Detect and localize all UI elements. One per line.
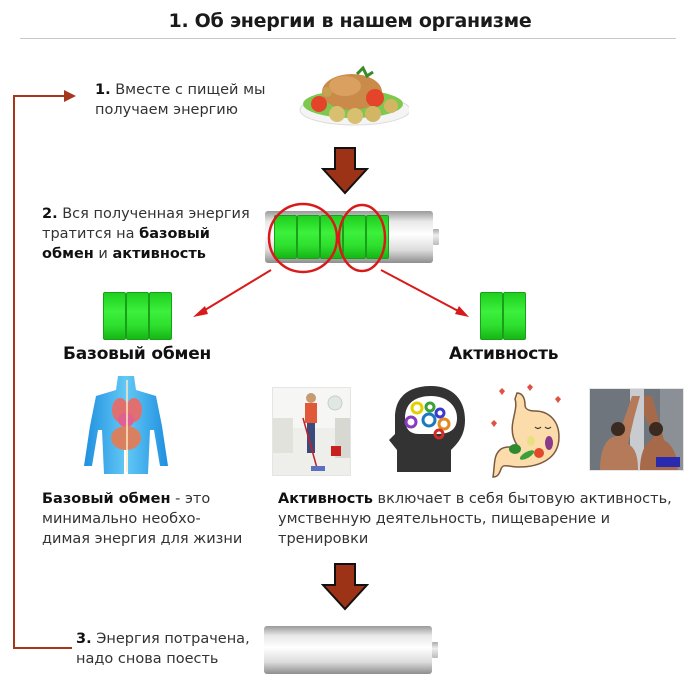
step3-text: 3. Энергия потрачена, надо снова поесть <box>76 629 276 669</box>
step2-bold-exchange: обмен <box>42 246 94 262</box>
basal-description: Базовый обмен - это минимально необхо- д… <box>42 489 272 549</box>
basal-description-bold: Базовый обмен <box>42 491 171 507</box>
battery-cell <box>297 215 320 259</box>
step2-bold-basal: базовый <box>139 226 210 242</box>
battery-cell <box>126 292 149 340</box>
basal-description-line3: димая энергия для жизни <box>42 531 243 547</box>
basal-description-line1: - это <box>170 491 211 507</box>
happy-stomach-image <box>491 384 561 478</box>
brain-gears-icon <box>389 386 465 472</box>
step2-number: 2. <box>42 206 58 222</box>
activity-cells <box>480 292 526 340</box>
battery-cell <box>480 292 503 340</box>
highlight-circle-basal <box>267 202 339 274</box>
step2-bold-activity: активность <box>112 246 206 262</box>
woman-mopping-photo <box>272 387 351 476</box>
battery-cell <box>343 215 366 259</box>
battery-terminal <box>433 229 439 245</box>
basal-description-line2: минимально необхо- <box>42 511 201 527</box>
step2-and: и <box>93 246 113 262</box>
activity-description-line3: тренировки <box>278 531 369 547</box>
full-battery <box>265 211 433 263</box>
activity-description: Активность включает в себя бытовую актив… <box>278 489 698 549</box>
battery-terminal <box>432 642 438 658</box>
activity-description-line2: умственную деятельность, пищеварение и <box>278 511 611 527</box>
down-arrow-icon <box>321 147 369 195</box>
step3-line2: надо снова поесть <box>76 651 219 667</box>
battery-cell <box>274 215 297 259</box>
human-organs-image <box>84 376 168 474</box>
step2-line2: тратится на <box>42 226 140 242</box>
loop-arrowhead-icon <box>64 90 76 102</box>
activity-description-line1: включает в себя бытовую активность, <box>372 491 672 507</box>
loop-line <box>13 95 72 649</box>
step1-line1: Вместе с пищей мы <box>110 82 266 98</box>
branch-arrowhead-right-icon <box>455 306 469 317</box>
highlight-circle-activity <box>337 203 387 273</box>
step3-line1: Энергия потрачена, <box>91 631 250 647</box>
food-plate-image <box>299 65 409 126</box>
activity-label: Активность <box>449 344 559 364</box>
basal-cells <box>103 292 173 340</box>
battery-cell <box>103 292 126 340</box>
step2-line1: Вся полученная энергия <box>57 206 250 222</box>
step1-text: 1. Вместе с пищей мы получаем энергию <box>95 80 295 120</box>
branch-arrow-right <box>380 269 463 314</box>
title-divider <box>20 38 676 39</box>
step1-line2: получаем энергию <box>95 102 238 118</box>
page-title: 1. Об энергии в нашем организме <box>168 10 532 32</box>
step2-text: 2. Вся полученная энергия тратится на ба… <box>42 204 262 264</box>
basal-label: Базовый обмен <box>63 344 212 364</box>
battery-cell <box>149 292 172 340</box>
step3-number: 3. <box>76 631 92 647</box>
branch-arrowhead-left-icon <box>193 306 208 317</box>
branch-arrow-left <box>199 269 272 314</box>
empty-battery <box>264 626 432 674</box>
step1-number: 1. <box>95 82 111 98</box>
activity-description-bold: Активность <box>278 491 373 507</box>
athletes-training-photo <box>589 388 684 471</box>
battery-cell <box>503 292 526 340</box>
down-arrow-icon <box>321 563 369 611</box>
